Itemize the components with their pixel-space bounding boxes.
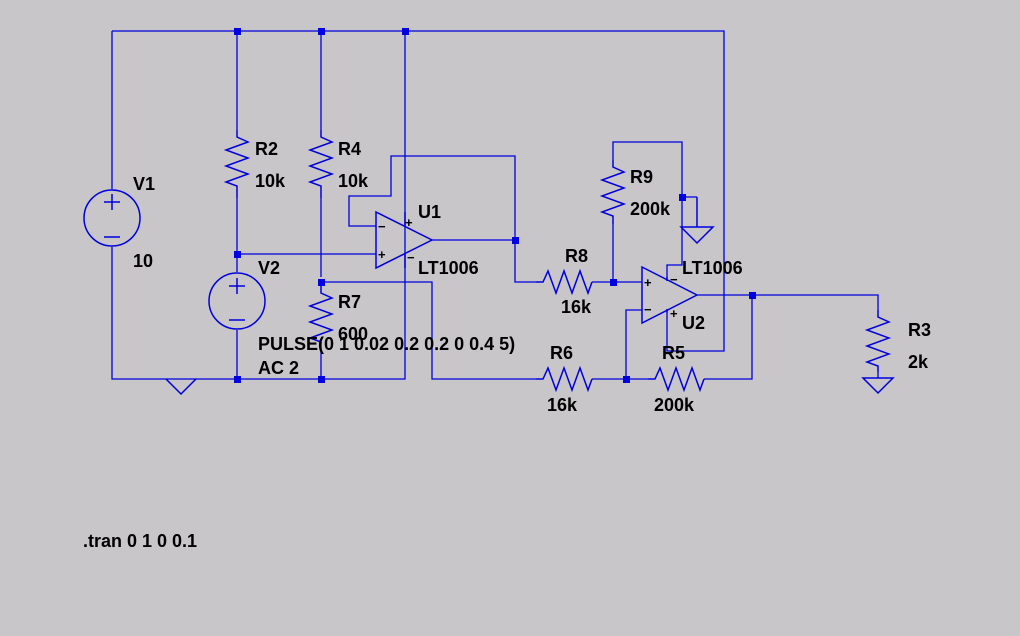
wire-r9-top — [612, 141, 697, 198]
resistor-r6[interactable] — [536, 365, 593, 393]
junction-dot — [234, 28, 241, 35]
v2-name-label: V2 — [258, 258, 280, 278]
u1-model-label: LT1006 — [418, 258, 479, 278]
r9-name-label: R9 — [630, 167, 653, 187]
u1-supply-plus-sign: + — [405, 215, 413, 230]
v1-value-label: 10 — [133, 251, 153, 271]
wire-u2-out — [697, 294, 879, 310]
wires — [111, 30, 879, 380]
u1-minus-sign: − — [378, 219, 386, 234]
r7-value-label: 600 — [338, 324, 368, 344]
junction-dot — [318, 28, 325, 35]
resistor-r8[interactable] — [536, 268, 593, 296]
resistor-r3[interactable] — [864, 310, 892, 372]
r4-value-label: 10k — [338, 171, 369, 191]
r4-name-label: R4 — [338, 139, 361, 159]
r3-name-label: R3 — [908, 320, 931, 340]
junction-dot — [623, 376, 630, 383]
junctions — [234, 28, 756, 383]
wire-r5-out — [704, 295, 753, 380]
opamp-u1[interactable] — [375, 210, 434, 270]
wire-u2-minus — [625, 309, 642, 379]
r2-name-label: R2 — [255, 139, 278, 159]
wire-to-r8 — [514, 240, 536, 283]
junction-dot — [234, 376, 241, 383]
ground-symbol-r3 — [861, 377, 895, 395]
u2-model-label: LT1006 — [682, 258, 743, 278]
pin-signs: − + + − + − − + — [378, 215, 678, 321]
u2-minus-sign: − — [644, 302, 652, 317]
r6-value-label: 16k — [547, 395, 578, 415]
junction-dot — [512, 237, 519, 244]
r7-name-label: R7 — [338, 292, 361, 312]
v2-ac-label: AC 2 — [258, 358, 299, 378]
r6-name-label: R6 — [550, 343, 573, 363]
wire-u1-feedback — [348, 155, 516, 240]
wire-to-r6 — [321, 281, 536, 380]
resistor-r5[interactable] — [648, 365, 705, 393]
r8-name-label: R8 — [565, 246, 588, 266]
u1-plus-sign: + — [378, 247, 386, 262]
resistor-r2[interactable] — [223, 130, 251, 198]
r5-name-label: R5 — [662, 343, 685, 363]
junction-dot — [318, 279, 325, 286]
wire-u2-supply — [666, 197, 683, 277]
opamp-u2[interactable] — [641, 265, 699, 325]
r8-value-label: 16k — [561, 297, 592, 317]
u2-name-label: U2 — [682, 313, 705, 333]
r9-value-label: 200k — [630, 199, 671, 219]
junction-dot — [610, 279, 617, 286]
wire-ground-rail — [111, 31, 406, 380]
r5-value-label: 200k — [654, 395, 695, 415]
junction-dot — [318, 376, 325, 383]
spice-directive[interactable]: .tran 0 1 0 0.1 — [83, 531, 197, 551]
component-labels: V1 10 V2 PULSE(0 1 0.02 0.2 0.2 0 0.4 5)… — [133, 139, 931, 415]
u2-supply-plus-sign: + — [670, 306, 678, 321]
voltage-source-v1[interactable] — [83, 189, 141, 247]
junction-dot — [679, 194, 686, 201]
u2-plus-sign: + — [644, 275, 652, 290]
voltage-source-v2[interactable] — [208, 272, 266, 330]
u1-supply-minus-sign: − — [407, 250, 415, 265]
resistor-r7[interactable] — [307, 286, 335, 344]
ground-symbol-r9 — [679, 197, 715, 245]
v1-name-label: V1 — [133, 174, 155, 194]
r3-value-label: 2k — [908, 352, 929, 372]
v2-value-label: PULSE(0 1 0.02 0.2 0.2 0 0.4 5) — [258, 334, 515, 354]
u2-supply-minus-sign: − — [670, 272, 678, 287]
junction-dot — [749, 292, 756, 299]
r2-value-label: 10k — [255, 171, 286, 191]
junction-dot — [234, 251, 241, 258]
ground-symbol-main — [165, 378, 197, 396]
resistor-r4[interactable] — [307, 130, 335, 198]
wire-top-rail — [112, 30, 725, 352]
resistor-r9[interactable] — [599, 160, 627, 224]
junction-dot — [402, 28, 409, 35]
u1-name-label: U1 — [418, 202, 441, 222]
